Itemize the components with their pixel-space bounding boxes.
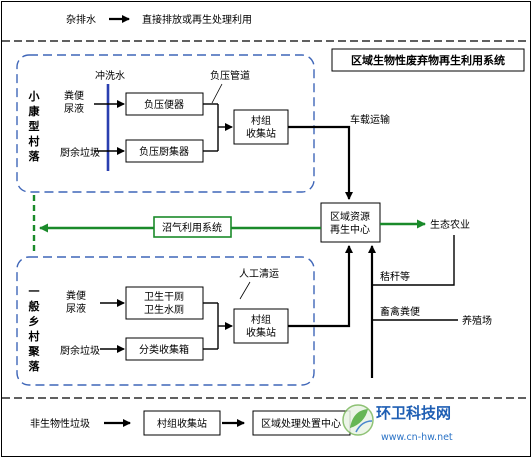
straw-label: 秸秆等 [380, 270, 410, 283]
box-vacuum-toilet-label: 负压便器 [144, 98, 184, 111]
small-input1: 粪便尿液 [64, 89, 84, 115]
system-title: 区域生物性废弃物再生利用系统 [351, 53, 505, 67]
center-box [320, 202, 381, 243]
bottom-box-2-label: 区域处理处置中心 [261, 417, 341, 430]
general-station-box [233, 308, 289, 344]
general-village-container [16, 256, 315, 386]
bottom-label: 非生物性垃圾 [30, 417, 90, 430]
box-sanitary-toilet [125, 286, 204, 320]
box-sanitary-toilet-label: 卫生干厕卫生水厕 [144, 290, 184, 316]
transport-label: 车载运输 [350, 113, 390, 126]
bottom-box-2 [252, 410, 351, 436]
farm-label: 养殖场 [462, 314, 492, 327]
general-village-label: 一般乡村聚落 [28, 285, 41, 373]
watermark-cn: 环卫科技网 [376, 404, 451, 422]
pipe-label: 负压管道 [210, 69, 250, 82]
pipe-leader [211, 83, 223, 104]
biogas-box [153, 216, 232, 238]
flush-water-label: 冲洗水 [95, 69, 125, 82]
general-station-label: 村组收集站 [246, 313, 276, 339]
straw-line [372, 235, 455, 286]
small-input2: 厨余垃圾 [60, 146, 100, 159]
system-title-box [331, 48, 525, 72]
bottom-box-1-label: 村组收集站 [157, 417, 207, 430]
box-vacuum-kitchen-label: 负压厨集器 [139, 145, 189, 158]
manual-leader [239, 281, 251, 300]
center-label: 区域资源再生中心 [330, 210, 370, 236]
transport-arrow [288, 125, 353, 200]
biogas-label: 沼气利用系统 [162, 221, 222, 234]
small-village-label: 小康型村落 [28, 89, 41, 163]
top-desc: 直接排放或再生处理利用 [142, 13, 252, 26]
general-input2: 厨余垃圾 [60, 344, 100, 357]
general-input1: 粪便尿液 [66, 289, 86, 315]
bottom-box-1 [143, 410, 221, 436]
box-sort-bin-label: 分类收集箱 [139, 343, 189, 356]
manure-label: 畜禽粪便 [380, 305, 420, 318]
manual-label: 人工清运 [239, 267, 279, 280]
watermark-url: www.cn-hw.net [381, 432, 453, 443]
small-village-container [16, 54, 315, 193]
eco-label: 生态农业 [430, 218, 470, 231]
top-label: 杂排水 [66, 13, 96, 26]
small-station-label: 村组收集站 [246, 114, 276, 140]
general-transport-arrow [288, 245, 353, 328]
watermark-logo [342, 404, 374, 436]
